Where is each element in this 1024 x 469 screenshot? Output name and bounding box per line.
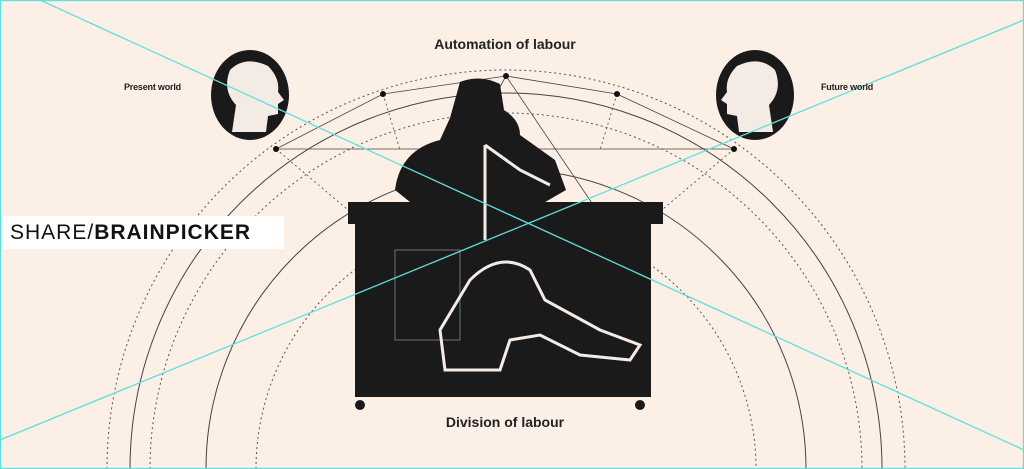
automation-label: Automation of labour [434, 36, 576, 52]
future-world-label: Future world [821, 82, 874, 92]
head-portrait-right [716, 50, 794, 140]
head-portrait-left [211, 50, 289, 140]
present-world-label: Present world [124, 82, 181, 92]
brainpicker-logo: SHARE/BRAINPICKER [2, 216, 284, 249]
division-label: Division of labour [445, 414, 565, 430]
arc-nodes [273, 73, 737, 152]
logo-share: SHARE/ [10, 220, 95, 244]
logo-brainpicker: BRAINPICKER [94, 220, 252, 244]
mechanical-turk-automaton [348, 78, 663, 410]
